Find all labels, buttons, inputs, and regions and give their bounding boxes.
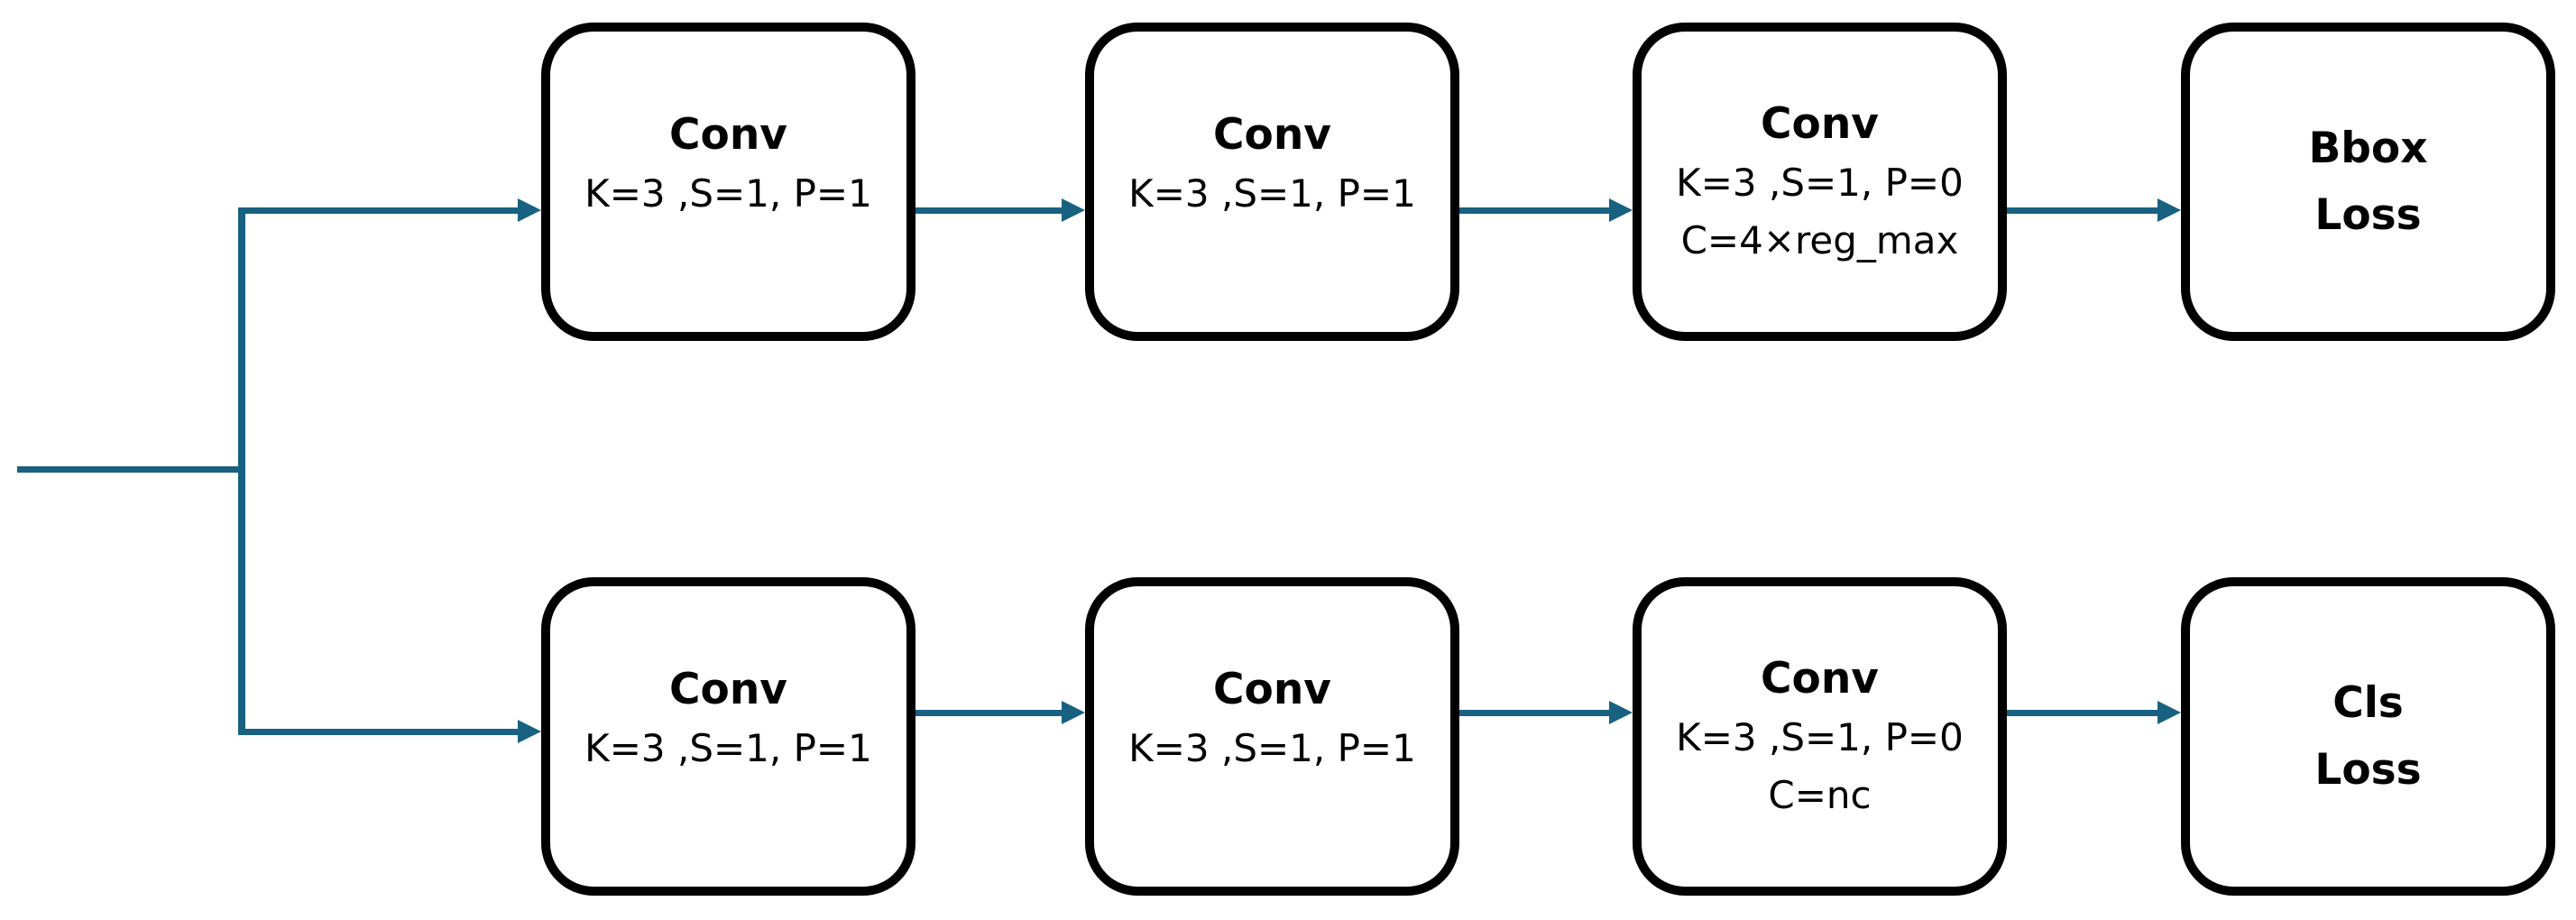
bottom-branch-arrow-line xyxy=(238,729,518,735)
bottom-connector-1-arrowhead-icon xyxy=(1062,701,1085,724)
cls-branch-conv-1-box: Conv K=3 ,S=1, P=1 xyxy=(541,577,915,896)
box-params: K=3 ,S=1, P=1 xyxy=(584,725,872,770)
top-branch-arrow-line xyxy=(238,207,518,214)
box-title: Conv xyxy=(1761,98,1879,149)
box-params-2: C=nc xyxy=(1768,772,1872,817)
top-connector-3-line xyxy=(2007,207,2157,214)
bottom-connector-1-line xyxy=(915,710,1062,716)
box-title: Cls xyxy=(2332,677,2404,728)
box-title: Conv xyxy=(1213,664,1331,714)
bottom-connector-2-arrowhead-icon xyxy=(1609,701,1633,724)
bbox-branch-conv-2-box: Conv K=3 ,S=1, P=1 xyxy=(1085,23,1459,341)
top-connector-2-line xyxy=(1459,207,1609,214)
box-title: Bbox xyxy=(2308,123,2428,173)
top-connector-2-arrowhead-icon xyxy=(1609,198,1633,222)
cls-loss-box: Cls Loss xyxy=(2181,577,2555,896)
split-trunk-line xyxy=(238,207,245,735)
bottom-connector-3-line xyxy=(2007,710,2157,716)
bottom-connector-2-line xyxy=(1459,710,1609,716)
bottom-connector-3-arrowhead-icon xyxy=(2157,701,2181,724)
box-title: Conv xyxy=(669,664,787,714)
bottom-branch-arrowhead-icon xyxy=(518,720,541,743)
box-title: Conv xyxy=(1213,109,1331,160)
cls-branch-conv-2-box: Conv K=3 ,S=1, P=1 xyxy=(1085,577,1459,896)
bbox-branch-conv-3-box: Conv K=3 ,S=1, P=0 C=4×reg_max xyxy=(1633,23,2007,341)
box-subtitle: Loss xyxy=(2314,744,2422,795)
box-subtitle: Loss xyxy=(2314,189,2422,240)
box-params-2: C=4×reg_max xyxy=(1680,217,1959,262)
box-params: K=3 ,S=1, P=0 xyxy=(1676,160,1964,205)
cls-branch-conv-3-box: Conv K=3 ,S=1, P=0 C=nc xyxy=(1633,577,2007,896)
top-connector-1-arrowhead-icon xyxy=(1062,198,1085,222)
box-title: Conv xyxy=(1761,653,1879,704)
box-params: K=3 ,S=1, P=1 xyxy=(1128,170,1416,216)
bbox-loss-box: Bbox Loss xyxy=(2181,23,2555,341)
box-params: K=3 ,S=1, P=1 xyxy=(1128,725,1416,770)
bbox-branch-conv-1-box: Conv K=3 ,S=1, P=1 xyxy=(541,23,915,341)
input-line xyxy=(17,466,242,473)
box-params: K=3 ,S=1, P=0 xyxy=(1676,714,1964,759)
box-title: Conv xyxy=(669,109,787,160)
top-connector-1-line xyxy=(915,207,1062,214)
top-connector-3-arrowhead-icon xyxy=(2157,198,2181,222)
box-params: K=3 ,S=1, P=1 xyxy=(584,170,872,216)
top-branch-arrowhead-icon xyxy=(518,198,541,222)
